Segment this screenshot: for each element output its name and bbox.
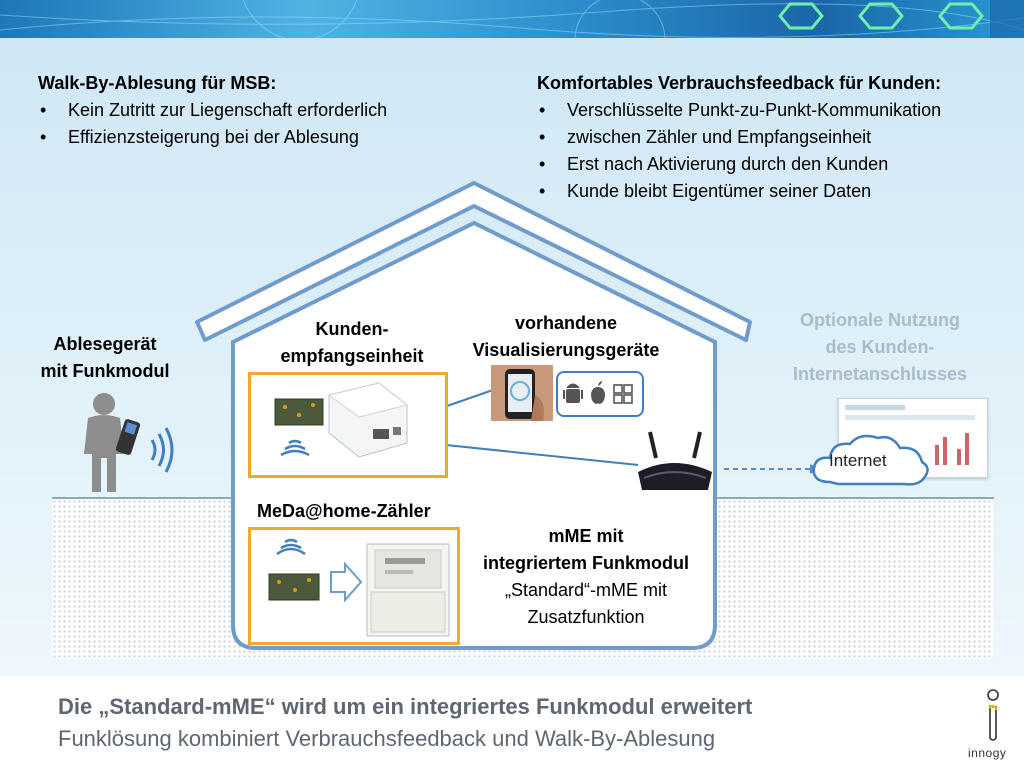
apple-icon <box>591 381 605 404</box>
receiver-label-line1: Kunden- <box>315 319 389 339</box>
android-icon <box>563 383 583 403</box>
optional-line1: Optionale Nutzung <box>800 310 960 330</box>
arrow-right-icon <box>330 561 363 603</box>
footer-bar <box>0 676 1024 768</box>
devices-label-line1: vorhandene <box>514 313 618 333</box>
radio-module-image <box>268 573 320 601</box>
receiver-frame <box>248 372 448 478</box>
hexagon-icon <box>858 2 904 30</box>
meter-frame <box>248 527 460 645</box>
receiver-unit-image <box>274 382 409 458</box>
optional-internet-label: Optionale Nutzung des Kunden- Internetan… <box>772 307 988 388</box>
internet-label: Internet <box>829 451 887 470</box>
meter-image <box>268 538 450 637</box>
devices-label: vorhandene Visualisierungsgeräte <box>456 310 676 364</box>
msb-block: Walk-By-Ablesung für MSB: Kein Zutritt z… <box>38 70 498 151</box>
mme-line2: integriertem Funkmodul <box>482 553 689 573</box>
person-with-handheld-icon <box>84 393 174 492</box>
footer-title: Die „Standard-mME“ wird um ein integrier… <box>58 694 753 719</box>
customer-block: Komfortables Verbrauchsfeedback für Kund… <box>537 70 1017 205</box>
receiver-label: Kunden- empfangseinheit <box>262 316 442 370</box>
mme-description: mME mit integriertem Funkmodul „Standard… <box>466 523 706 631</box>
brand-name: innogy <box>968 746 1007 760</box>
customer-bullet-continuation: zwischen Zähler und Empfangseinheit <box>537 124 1017 151</box>
innogy-logo-icon <box>987 689 999 741</box>
msb-bullets: Kein Zutritt zur Liegenschaft erforderli… <box>38 97 498 151</box>
screenshot-bar <box>845 415 975 420</box>
smartphone-icon <box>491 365 553 421</box>
meter-title: MeDa@home-Zähler <box>257 501 431 521</box>
optional-line3: Internetanschlusses <box>792 364 968 384</box>
msb-heading: Walk-By-Ablesung für MSB: <box>38 73 277 93</box>
reader-label: Ablesegerät mit Funkmodul <box>30 331 180 385</box>
mme-line1: mME mit <box>548 526 624 546</box>
customer-bullet: Verschlüsselte Punkt-zu-Punkt-Kommunikat… <box>537 97 1017 124</box>
footer-subtitle: Funklösung kombiniert Verbrauchsfeedback… <box>58 726 716 751</box>
hexagon-icon <box>938 2 984 30</box>
os-icons <box>563 381 633 404</box>
radio-waves-icon <box>276 538 306 556</box>
hexagon-icon <box>778 2 824 30</box>
screenshot-bars-icon <box>935 433 969 465</box>
optional-line2: des Kunden- <box>825 337 935 357</box>
customer-bullets: Verschlüsselte Punkt-zu-Punkt-Kommunikat… <box>537 97 1017 205</box>
customer-heading: Komfortables Verbrauchsfeedback für Kund… <box>537 73 942 93</box>
reader-label-line1: Ablesegerät <box>53 334 157 354</box>
top-banner <box>0 0 1024 38</box>
customer-bullet-continuation-text: zwischen Zähler und Empfangseinheit <box>567 127 872 147</box>
wifi-router-icon <box>638 431 712 490</box>
cloud-icon <box>812 434 929 486</box>
windows-icon <box>613 384 633 404</box>
mme-line3: „Standard“-mME mit <box>504 580 668 600</box>
devices-label-line2: Visualisierungsgeräte <box>472 340 660 360</box>
screenshot-bar <box>845 405 905 410</box>
msb-bullet: Effizienzsteigerung bei der Ablesung <box>38 124 498 151</box>
os-icons-box <box>556 371 644 417</box>
mme-line4: Zusatzfunktion <box>527 607 645 627</box>
msb-bullet: Kein Zutritt zur Liegenschaft erforderli… <box>38 97 498 124</box>
receiver-label-line2: empfangseinheit <box>280 346 424 366</box>
house-roof <box>195 181 752 342</box>
radio-waves-icon <box>150 427 174 473</box>
banner-pattern <box>0 0 1024 38</box>
radio-waves-icon <box>280 439 310 457</box>
customer-bullet: Erst nach Aktivierung durch den Kunden <box>537 151 1017 178</box>
reader-label-line2: mit Funkmodul <box>40 361 170 381</box>
customer-bullet: Kunde bleibt Eigentümer seiner Daten <box>537 178 1017 205</box>
